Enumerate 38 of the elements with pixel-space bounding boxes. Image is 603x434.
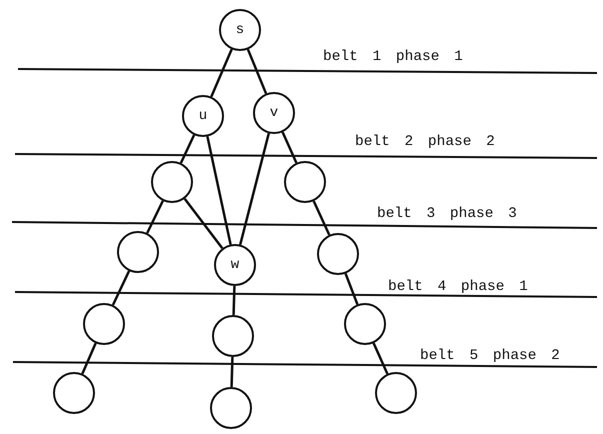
connector-line [180, 134, 196, 164]
connector-line [112, 270, 130, 306]
connector-line [230, 356, 234, 388]
connector-line [81, 342, 97, 374]
node-label: v [270, 106, 278, 120]
graph-node-circle [210, 387, 252, 429]
connector-line [239, 133, 270, 245]
graph-node-circle [182, 95, 224, 137]
connector-line [206, 136, 232, 245]
connector-line [312, 200, 330, 236]
connector-line [246, 48, 268, 94]
node-label: s [236, 23, 244, 37]
belt-label: belt 2 phase 2 [355, 135, 495, 150]
graph-node-circle [214, 244, 256, 286]
connector-line [146, 200, 164, 234]
graph-node-circle [151, 161, 193, 203]
graph-node-circle [212, 315, 254, 357]
belt-label: belt 5 phase 2 [420, 349, 560, 364]
connector-line [232, 286, 236, 316]
node-label: u [198, 109, 208, 123]
graph-node-circle [375, 372, 417, 414]
graph-node-circle [284, 161, 326, 203]
belt-label: belt 1 phase 1 [323, 50, 463, 64]
graph-node-circle [117, 231, 159, 273]
graph-node-circle [317, 233, 359, 275]
graph-node-circle [83, 303, 125, 345]
connector-line [184, 198, 224, 250]
belt-label: belt 4 phase 1 [388, 280, 528, 294]
graph-node-circle [253, 92, 295, 134]
graph-node-circle [53, 372, 95, 414]
graph-node-circle [344, 303, 386, 345]
connector-line [344, 273, 359, 305]
connector-line [372, 342, 389, 374]
connector-line [281, 132, 298, 164]
belt-label: belt 3 phase 3 [377, 207, 517, 222]
connector-line [210, 48, 233, 98]
node-label: w [230, 258, 240, 272]
graph-node-circle [219, 9, 261, 51]
